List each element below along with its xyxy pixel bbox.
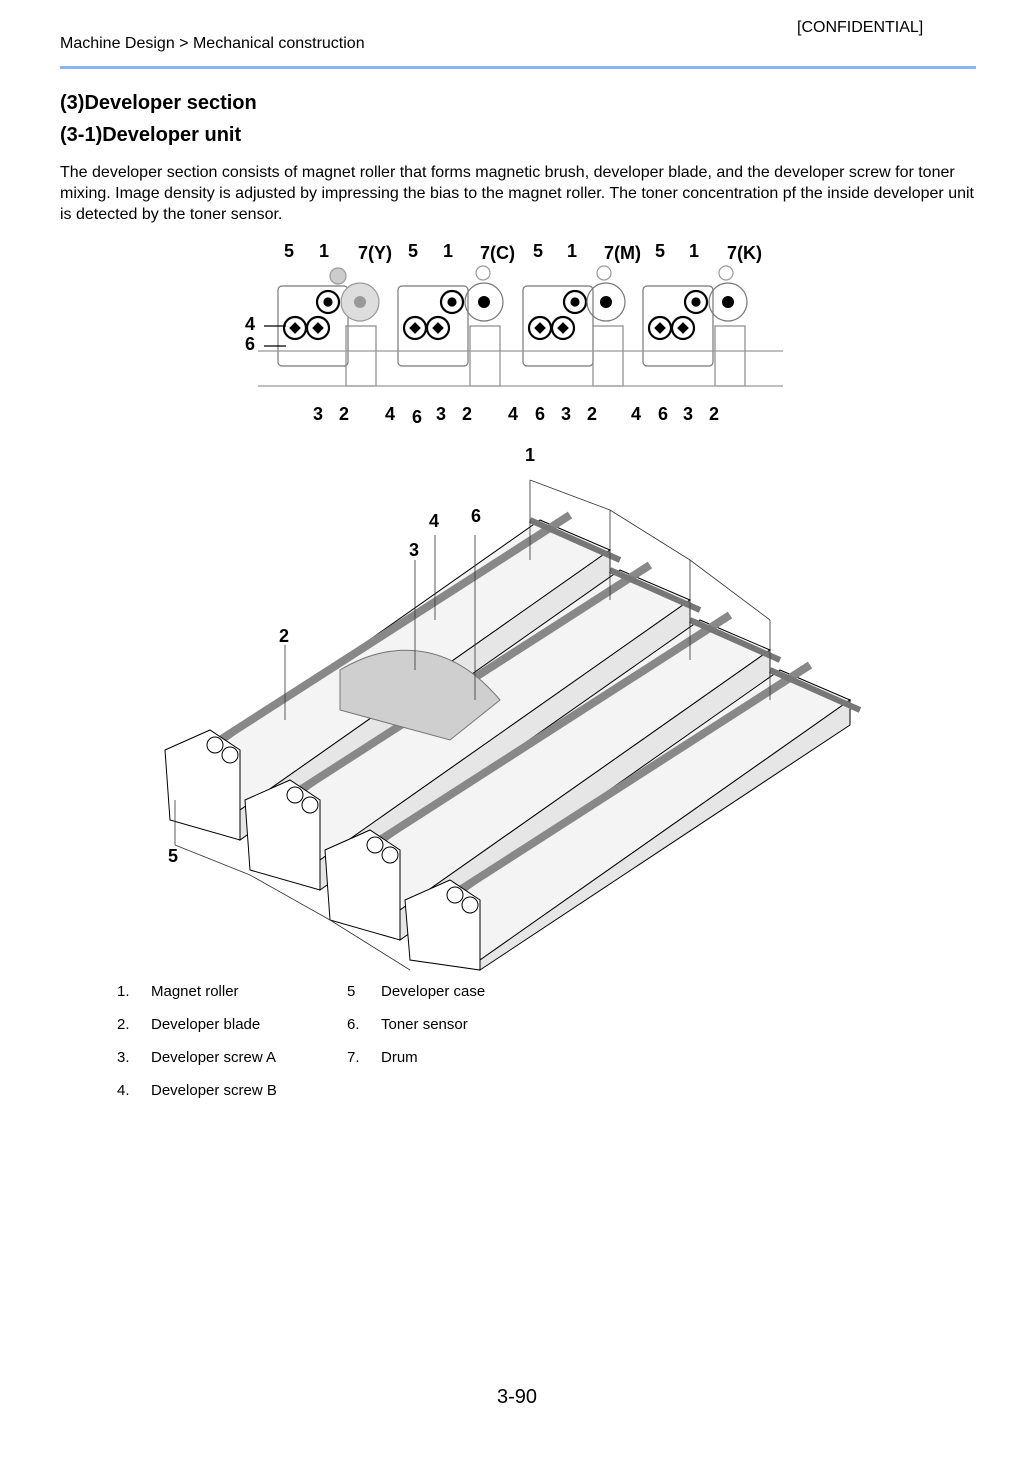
iso-label-5: 5 xyxy=(168,846,178,866)
label-5: 5 xyxy=(408,241,418,261)
legend-item: 1. Magnet roller xyxy=(117,983,277,1016)
label-2: 2 xyxy=(339,404,349,424)
label-6: 6 xyxy=(535,404,545,424)
developer-unit-c xyxy=(397,265,504,387)
legend-item: 7. Drum xyxy=(347,1049,485,1082)
label-4: 4 xyxy=(245,314,255,334)
label-3: 3 xyxy=(436,404,446,424)
legend-text: Magnet roller xyxy=(151,983,239,1000)
developer-unit-4 xyxy=(404,661,862,971)
legend-number: 6. xyxy=(347,1016,360,1033)
label-2: 2 xyxy=(709,404,719,424)
page-number: 3-90 xyxy=(497,1386,538,1408)
label-7k: 7(K) xyxy=(727,243,762,263)
header-divider xyxy=(60,66,976,69)
label-6: 6 xyxy=(245,334,255,354)
legend-right: 5 Developer case 6. Toner sensor 7. Drum xyxy=(347,983,485,1082)
label-3: 3 xyxy=(561,404,571,424)
legend-text: Developer screw A xyxy=(151,1049,277,1066)
label-7m: 7(M) xyxy=(604,243,641,263)
label-1: 1 xyxy=(689,241,699,261)
section-title: (3)Developer section xyxy=(60,92,257,114)
label-7c: 7(C) xyxy=(480,243,515,263)
legend-text: Toner sensor xyxy=(381,1016,468,1033)
legend-number: 2. xyxy=(117,1016,130,1033)
label-2: 2 xyxy=(587,404,597,424)
developer-unit-y xyxy=(264,267,380,387)
label-6: 6 xyxy=(412,407,422,427)
legend-item: 4. Developer screw B xyxy=(117,1082,277,1115)
label-3: 3 xyxy=(683,404,693,424)
developer-unit-m xyxy=(522,265,626,387)
legend-text: Drum xyxy=(381,1049,418,1066)
breadcrumb: Machine Design > Mechanical construction xyxy=(60,35,365,52)
label-7y: 7(Y) xyxy=(358,243,392,263)
label-5: 5 xyxy=(655,241,665,261)
label-1: 1 xyxy=(319,241,329,261)
label-4: 4 xyxy=(631,404,641,424)
legend-item: 3. Developer screw A xyxy=(117,1049,277,1082)
label-6: 6 xyxy=(658,404,668,424)
body-paragraph: The developer section consists of magnet… xyxy=(60,164,974,223)
legend-item: 5 Developer case xyxy=(347,983,485,1016)
iso-label-2: 2 xyxy=(279,626,289,646)
label-4: 4 xyxy=(385,404,395,424)
legend-item: 2. Developer blade xyxy=(117,1016,277,1049)
legend-text: Developer blade xyxy=(151,1016,261,1033)
label-1: 1 xyxy=(567,241,577,261)
legend-number: 5 xyxy=(347,983,356,1000)
iso-label-4: 4 xyxy=(429,511,439,531)
section-subtitle: (3-1)Developer unit xyxy=(60,124,242,146)
iso-label-3: 3 xyxy=(409,540,419,560)
legend-text: Developer screw B xyxy=(151,1082,277,1099)
legend-item: 6. Toner sensor xyxy=(347,1016,485,1049)
label-5: 5 xyxy=(533,241,543,261)
legend-number: 3. xyxy=(117,1049,130,1066)
iso-label-1: 1 xyxy=(525,445,535,465)
label-2: 2 xyxy=(462,404,472,424)
isometric-diagram: 1 4 6 3 2 5 xyxy=(164,445,862,971)
label-4: 4 xyxy=(508,404,518,424)
cross-section-diagram: 5 1 7(Y) 5 1 7(C) 5 1 7(M) 5 1 7(K) 4 6 … xyxy=(245,241,783,427)
label-3: 3 xyxy=(313,404,323,424)
legend-left: 1. Magnet roller 2. Developer blade 3. Deve… xyxy=(117,983,277,1115)
confidential-mark: [CONFIDENTIAL] xyxy=(797,19,924,36)
iso-label-6: 6 xyxy=(471,506,481,526)
label-5: 5 xyxy=(284,241,294,261)
label-1: 1 xyxy=(443,241,453,261)
legend-number: 4. xyxy=(117,1082,130,1099)
legend-number: 1. xyxy=(117,983,130,1000)
legend-number: 7. xyxy=(347,1049,360,1066)
legend-text: Developer case xyxy=(381,983,486,1000)
developer-unit-k xyxy=(642,265,748,387)
